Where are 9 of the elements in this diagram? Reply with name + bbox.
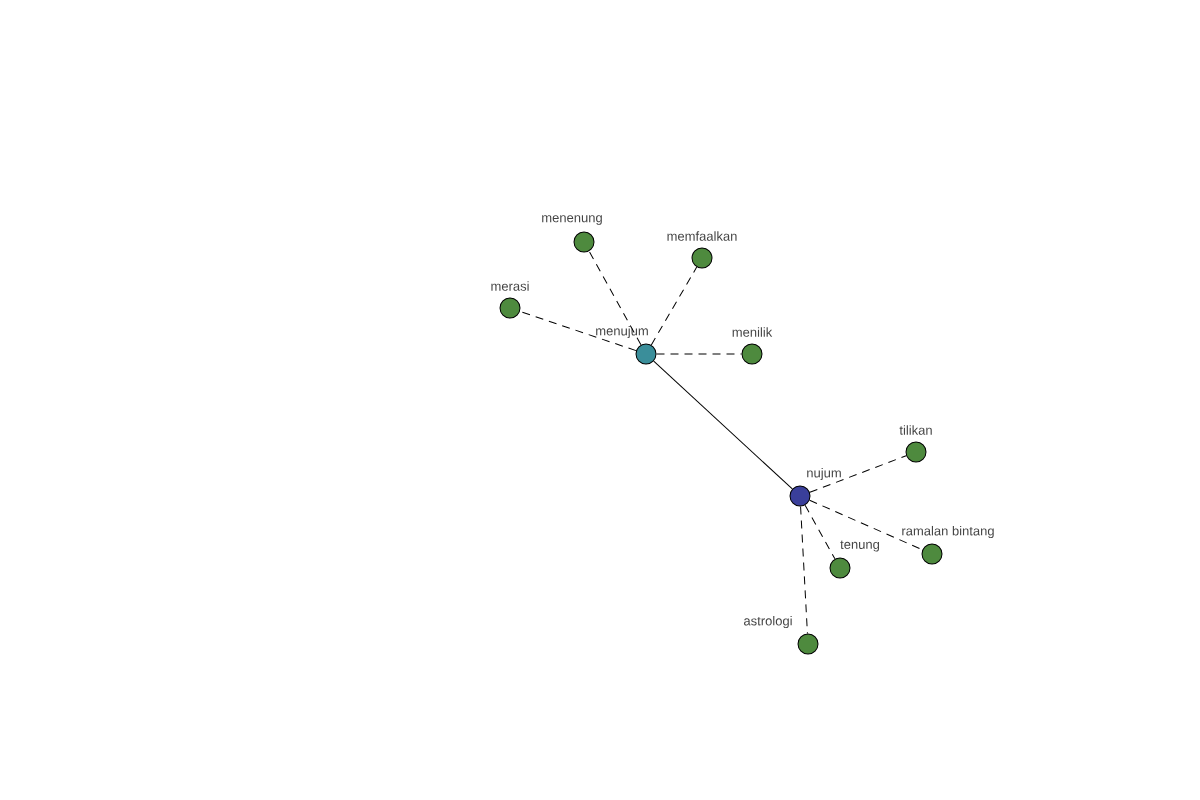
connector-line — [519, 310, 637, 352]
connector-line — [653, 360, 793, 490]
connector-line — [588, 250, 642, 346]
connector-line — [809, 455, 907, 493]
connector-line — [650, 266, 698, 346]
connector-line — [804, 504, 836, 560]
connector-line — [800, 506, 808, 634]
connector-line — [656, 353, 742, 355]
connector-line — [809, 499, 923, 551]
